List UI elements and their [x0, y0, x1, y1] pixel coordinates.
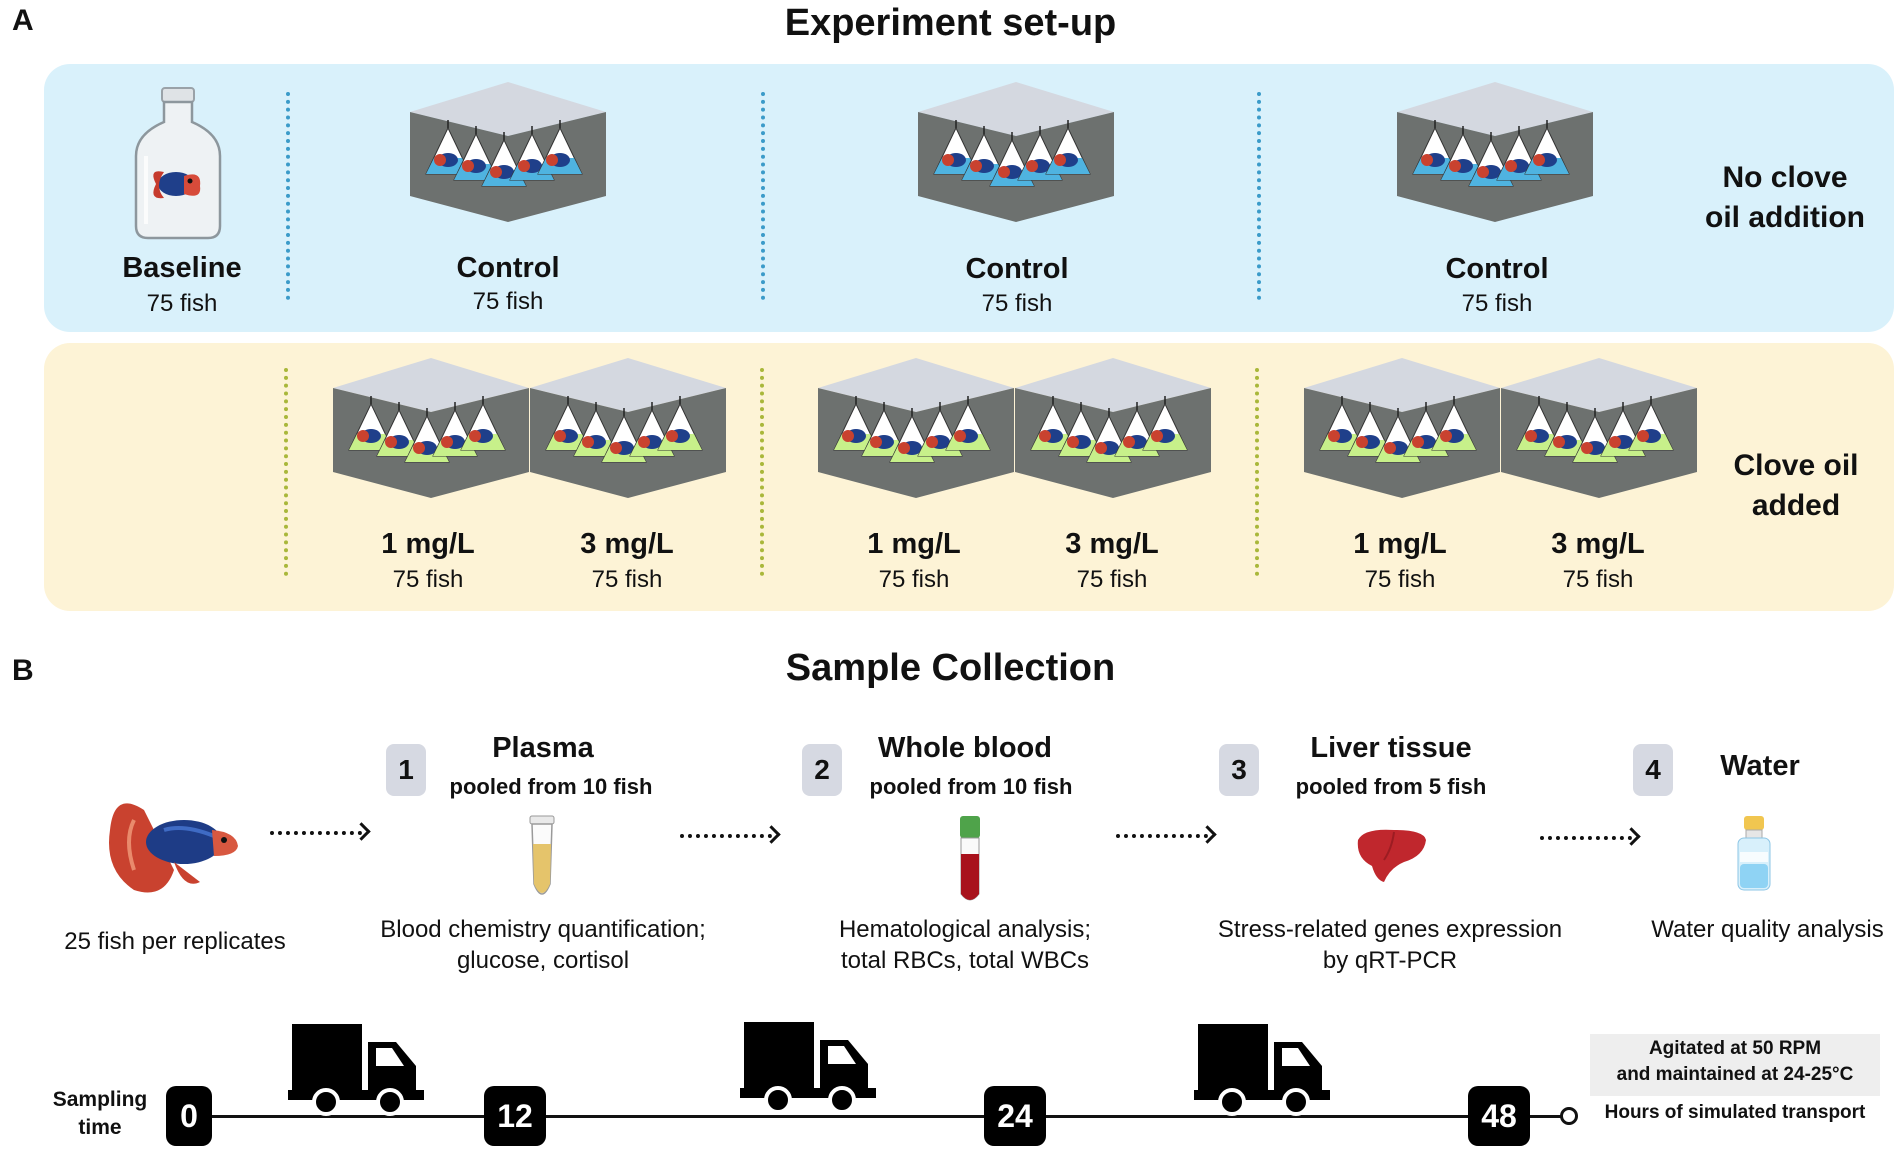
sample-desc-line1: Blood chemistry quantification;: [380, 916, 706, 943]
clove-line1: Clove oil: [1733, 449, 1859, 482]
sample-desc-line2: by qRT-PCR: [1322, 947, 1458, 974]
transport-box-icon: [818, 358, 1014, 498]
sample-desc-line1: Stress-related genes expression: [1217, 916, 1563, 943]
truck-icon: [740, 1022, 876, 1114]
dose-label: 3 mg/L: [1551, 528, 1645, 560]
bottle-icon: [134, 87, 222, 240]
control-label: Control: [1445, 253, 1549, 285]
dose-count: 75 fish: [1562, 566, 1634, 593]
dose-label: 1 mg/L: [381, 528, 475, 560]
blood-tube-icon: [960, 816, 980, 901]
transport-box-icon: [1015, 358, 1211, 498]
liver-icon: [1357, 829, 1426, 882]
flow-arrow: [680, 834, 772, 841]
divider: [1257, 92, 1261, 300]
condition-note: Agitated at 50 RPM and maintained at 24-…: [1590, 1034, 1880, 1096]
sample-desc-line2: total RBCs, total WBCs: [840, 947, 1090, 974]
divider: [284, 368, 288, 576]
time-badge: 24: [984, 1086, 1046, 1146]
dose-count: 75 fish: [1364, 566, 1436, 593]
sample-desc: Blood chemistry quantification; glucose,…: [358, 914, 728, 976]
sample-sub: pooled from 10 fish: [449, 774, 653, 799]
divider: [286, 92, 290, 300]
step-badge: 3: [1219, 744, 1259, 796]
vial-icon: [1737, 816, 1771, 891]
sample-desc: Stress-related genes expression by qRT-P…: [1210, 914, 1570, 976]
start-desc: 25 fish per replicates: [64, 928, 286, 955]
panel-b-letter: B: [12, 654, 34, 687]
transport-box-icon: [530, 358, 726, 498]
dose-count: 75 fish: [878, 566, 950, 593]
step-badge: 4: [1633, 744, 1673, 796]
sample-desc: Hematological analysis; total RBCs, tota…: [795, 914, 1135, 976]
sampling-label-line2: time: [78, 1116, 122, 1139]
step-badge: 1: [386, 744, 426, 796]
flow-arrow: [1116, 834, 1208, 841]
setup-title: Experiment set-up: [784, 2, 1117, 44]
sample-desc-line1: Water quality analysis: [1651, 916, 1884, 943]
sample-desc-line1: Hematological analysis;: [838, 916, 1092, 943]
transport-box-icon: [1397, 82, 1593, 222]
sampling-time-label: Sampling time: [40, 1086, 160, 1142]
transport-box-icon: [410, 82, 606, 222]
sample-sub: pooled from 5 fish: [1295, 774, 1487, 799]
transport-box-icon: [918, 82, 1114, 222]
dose-count: 75 fish: [1076, 566, 1148, 593]
tube-icon: [529, 815, 555, 895]
control-count: 75 fish: [472, 288, 544, 315]
flow-arrow: [270, 831, 362, 838]
control-count: 75 fish: [981, 290, 1053, 317]
sampling-label-line1: Sampling: [52, 1088, 148, 1111]
transport-box-icon: [1501, 358, 1697, 498]
timeline-end-dot: [1560, 1107, 1578, 1125]
timeline-axis: [190, 1115, 1565, 1118]
time-badge: 12: [484, 1086, 546, 1146]
panel-a-letter: A: [12, 4, 34, 37]
divider: [760, 368, 764, 576]
sample-desc: Water quality analysis: [1640, 914, 1895, 945]
sample-title: Water: [1720, 750, 1800, 782]
no-clove-line2: oil addition: [1705, 201, 1865, 234]
divider: [761, 92, 765, 300]
dose-label: 1 mg/L: [867, 528, 961, 560]
baseline-label: Baseline: [122, 252, 242, 284]
dose-count: 75 fish: [591, 566, 663, 593]
dose-label: 1 mg/L: [1353, 528, 1447, 560]
note-line2: and maintained at 24-25°C: [1616, 1064, 1854, 1085]
sample-desc-line2: glucose, cortisol: [456, 947, 630, 974]
time-badge: 48: [1468, 1086, 1530, 1146]
no-clove-line1: No clove: [1722, 161, 1848, 194]
collection-title: Sample Collection: [785, 647, 1116, 689]
divider: [1255, 368, 1259, 576]
sample-sub: pooled from 10 fish: [869, 774, 1073, 799]
clove-line2: added: [1751, 489, 1841, 522]
control-count: 75 fish: [1461, 290, 1533, 317]
truck-icon: [1194, 1024, 1330, 1116]
flow-arrow: [1540, 836, 1632, 843]
control-label: Control: [965, 253, 1069, 285]
sample-title: Liver tissue: [1310, 732, 1472, 764]
note-line1: Agitated at 50 RPM: [1648, 1038, 1822, 1059]
transport-box-icon: [333, 358, 529, 498]
control-label: Control: [456, 252, 560, 284]
transport-box-icon: [1304, 358, 1500, 498]
betta-fish-icon: [109, 803, 238, 893]
baseline-count: 75 fish: [146, 290, 218, 317]
time-badge: 0: [166, 1086, 212, 1146]
clove-note: Clove oil added: [1676, 446, 1901, 526]
step-badge: 2: [802, 744, 842, 796]
no-clove-note: No clove oil addition: [1665, 158, 1901, 238]
dose-count: 75 fish: [392, 566, 464, 593]
dose-label: 3 mg/L: [1065, 528, 1159, 560]
sample-title: Whole blood: [878, 732, 1052, 764]
axis-label: Hours of simulated transport: [1604, 1102, 1866, 1123]
truck-icon: [288, 1024, 424, 1116]
dose-label: 3 mg/L: [580, 528, 674, 560]
sample-title: Plasma: [492, 732, 594, 764]
